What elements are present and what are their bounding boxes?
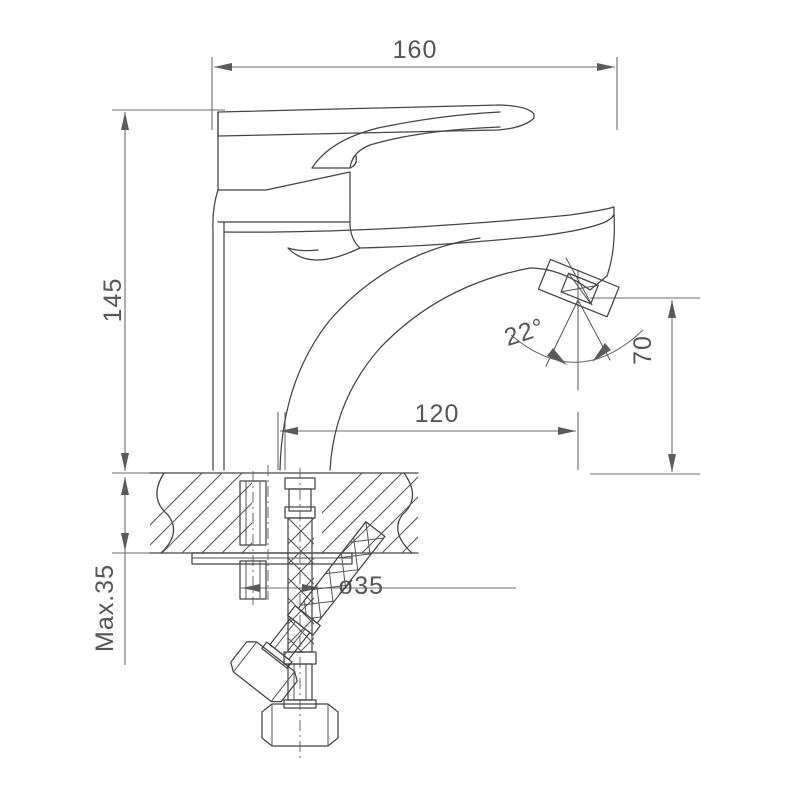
dimension-label-spout-height: 70	[629, 335, 657, 365]
angle-arc	[510, 329, 644, 363]
dimension-label-overall-width: 160	[393, 36, 438, 64]
spout	[223, 206, 615, 471]
arrowhead-right	[558, 427, 576, 435]
hex-nut	[230, 641, 298, 703]
arrowhead-left	[280, 427, 298, 435]
arrowhead-left	[242, 584, 260, 592]
dimension-mounting-hole-diameter: ø35	[240, 572, 516, 600]
braided-supply-hose	[230, 521, 386, 703]
deck-hatching-left	[150, 473, 252, 553]
aerator	[537, 258, 620, 318]
deck-hatching-right	[322, 473, 418, 553]
dimension-overall-height: 145	[99, 109, 225, 474]
arrowhead-bottom	[668, 454, 676, 472]
faucet-body	[212, 111, 361, 471]
arrowhead-right	[597, 63, 615, 71]
dimension-max-deck-thickness: Max.35	[91, 477, 150, 665]
arrowhead-bottom	[121, 533, 129, 551]
arrowhead-angle-right	[592, 343, 611, 362]
arrowhead-bottom	[121, 453, 129, 471]
arrowhead-angle-left	[547, 348, 567, 365]
hose-braid-texture	[288, 517, 314, 653]
arrowhead-top	[121, 477, 129, 495]
dimension-spout-height: 70	[590, 297, 700, 475]
dimension-spout-reach: 120	[277, 400, 579, 470]
counter-deck-section	[149, 472, 419, 554]
dimension-overall-width: 160	[211, 36, 618, 130]
arrowhead-left	[214, 63, 232, 71]
braided-supply-hose	[283, 468, 317, 760]
dimension-label-max-deck-thickness: Max.35	[91, 564, 119, 652]
dimension-label-spout-reach: 120	[415, 400, 460, 428]
arrowhead-top	[121, 112, 129, 130]
hex-nut	[261, 703, 339, 747]
dimension-label-overall-height: 145	[99, 278, 127, 323]
arrowhead-top	[668, 300, 676, 318]
lever-handle	[217, 104, 535, 223]
aerator-axis-line	[565, 257, 593, 306]
mounting-stud	[191, 471, 353, 605]
dimension-label-aerator-angle: 22°	[501, 313, 548, 352]
